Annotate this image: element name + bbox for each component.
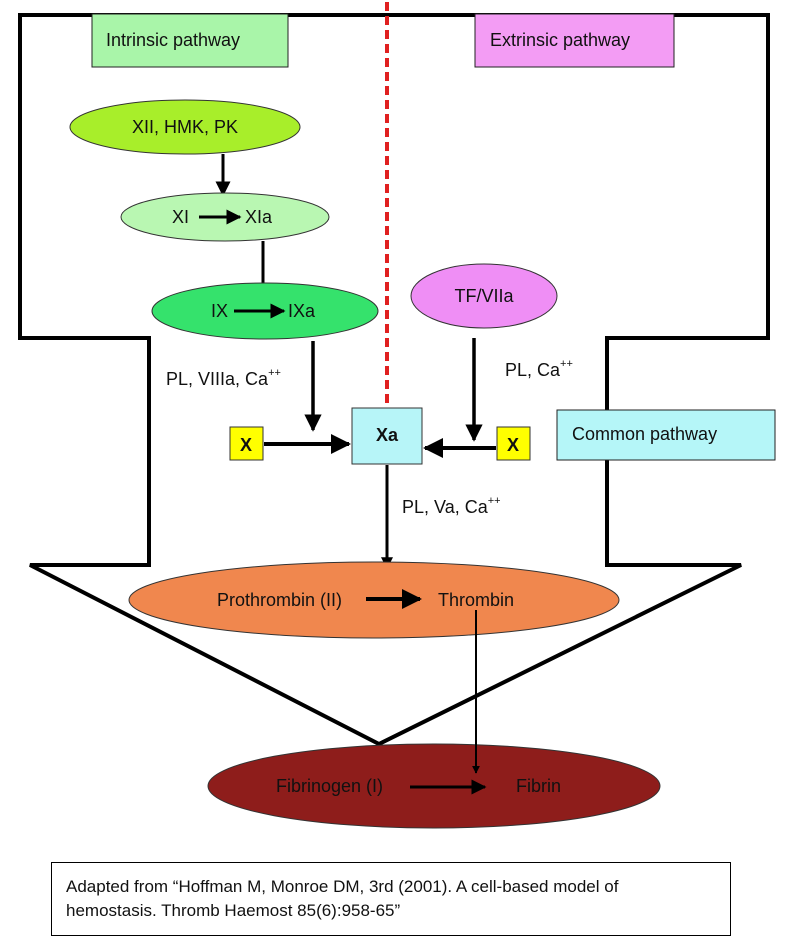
common-label-box [556,409,776,461]
ixa-label: IXa [288,301,316,321]
x-left-box [229,426,264,461]
xii-node [69,99,301,155]
xia-label: XIa [245,207,273,227]
xa-box [351,407,423,465]
cofactor-center: PL, Va, Ca++ [402,495,501,517]
common-label: Common pathway [572,424,717,444]
tf-label: TF/VIIa [454,286,514,306]
xii-label: XII, HMK, PK [132,117,238,137]
xa-label: Xa [376,425,399,445]
cofactor-left: PL, VIIIa, Ca++ [166,367,281,389]
cofactor-right: PL, Ca++ [505,358,573,380]
prothrombin-label: Prothrombin (II) [217,590,342,610]
citation-line-2: hemostasis. Thromb Haemost 85(6):958-65” [66,901,401,920]
tf-node [410,263,558,329]
fibrin-label: Fibrin [516,776,561,796]
x-left-label: X [240,435,252,455]
extrinsic-label: Extrinsic pathway [490,30,630,50]
xi-label: XI [172,207,189,227]
citation-line-1: Adapted from “Hoffman M, Monroe DM, 3rd … [66,877,619,896]
x-right-label: X [507,435,519,455]
thrombin-label: Thrombin [438,590,514,610]
intrinsic-label-box [91,13,289,68]
intrinsic-label: Intrinsic pathway [106,30,240,50]
ix-label: IX [211,301,228,321]
x-right-box [496,426,531,461]
extrinsic-label-box [474,13,675,68]
fibrinogen-label: Fibrinogen (I) [276,776,383,796]
pathway-funnel-outline [18,13,770,747]
citation-box: Adapted from “Hoffman M, Monroe DM, 3rd … [51,862,731,936]
